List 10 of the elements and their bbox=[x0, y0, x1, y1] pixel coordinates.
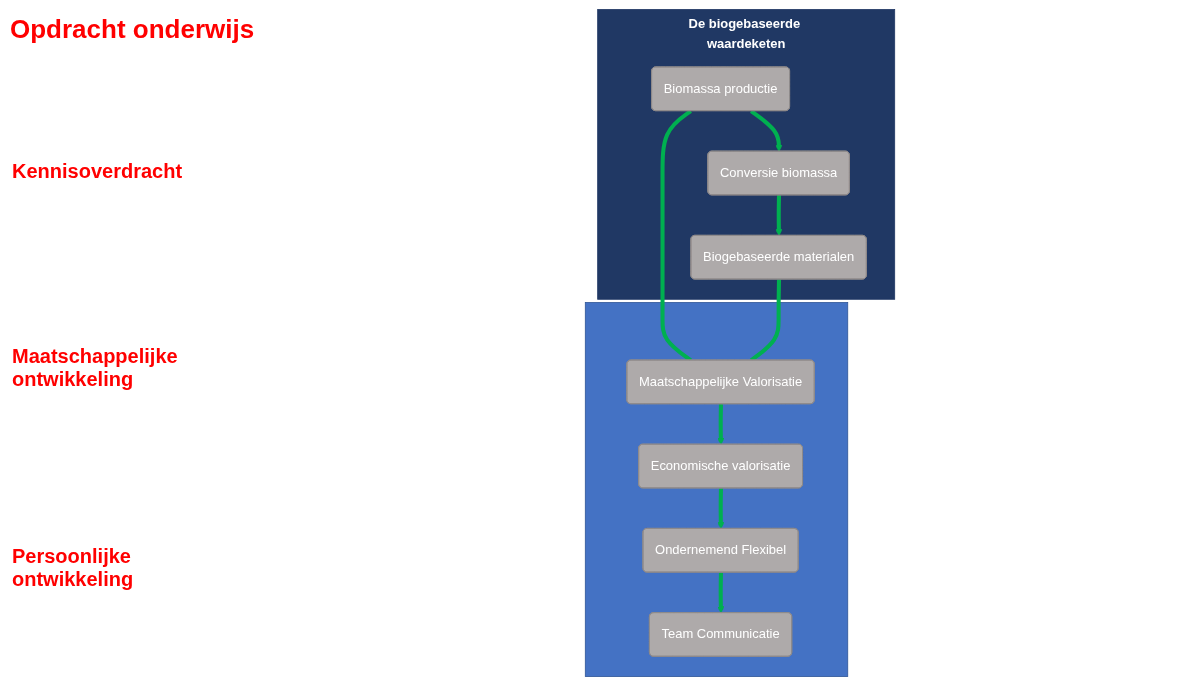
arrow bbox=[717, 488, 725, 530]
arrow bbox=[717, 572, 725, 614]
title: Opdracht onderwijs bbox=[10, 14, 255, 45]
arrow bbox=[717, 404, 725, 445]
bracket-label: Persoonlijke ontwikkeling bbox=[12, 545, 135, 591]
bracket-label: Maatschappelijke ontwikkeling bbox=[12, 345, 179, 391]
arrow bbox=[775, 195, 783, 237]
arrow bbox=[749, 109, 783, 152]
cluster bbox=[584, 302, 849, 677]
bracket-label: Kennisoverdracht bbox=[12, 160, 184, 183]
